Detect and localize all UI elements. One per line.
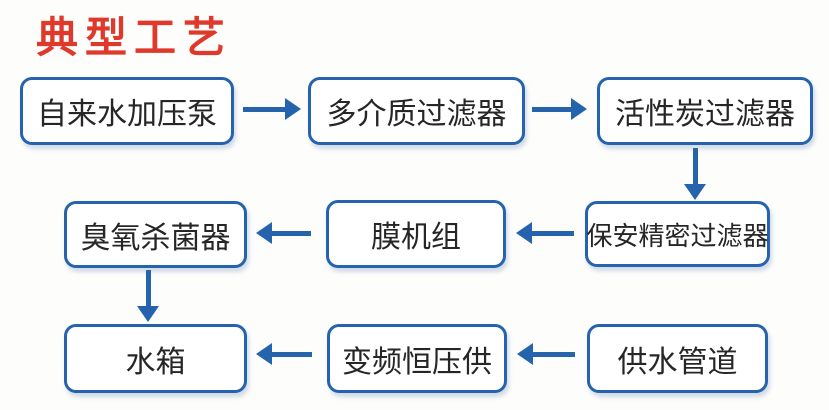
node-security-precision-filter: 保安精密过滤器 [585,201,770,267]
page-title: 典型工艺 [36,14,233,61]
node-vfd-constant-pressure-supply: 变频恒压供 [327,324,507,393]
arrow-left-icon-membrane-to-ozone [256,222,311,244]
node-activated-carbon-filter: 活性炭过滤器 [597,77,813,145]
arrow-left-icon-vfd-to-tank [256,343,312,365]
node-label: 变频恒压供 [342,345,492,379]
arrow-left-icon-pipeline-to-vfd [517,343,575,365]
arrow-right-icon-pump-to-multimedia [243,98,301,120]
node-label: 臭氧杀菌器 [80,221,231,255]
arrow-down-icon-ozone-to-tank [137,270,159,322]
node-label: 活性炭过滤器 [615,98,795,131]
arrow-left-icon-precision-to-membrane [516,222,574,244]
node-tap-water-pump: 自来水加压泵 [20,77,234,145]
node-ozone-sterilizer: 臭氧杀菌器 [64,201,247,268]
node-water-supply-pipeline: 供水管道 [587,324,768,393]
node-label: 供水管道 [617,345,738,379]
node-label: 水箱 [125,345,186,379]
node-membrane-unit: 膜机组 [326,200,506,268]
node-label: 多介质过滤器 [326,98,507,131]
arrow-right-icon-multimedia-to-carbon [532,98,587,120]
node-label: 膜机组 [371,221,461,254]
arrow-down-icon-carbon-to-precision [684,148,706,200]
node-label: 保安精密过滤器 [586,220,769,251]
node-multimedia-filter: 多介质过滤器 [308,77,525,145]
node-label: 自来水加压泵 [37,98,217,131]
node-water-tank: 水箱 [64,324,247,393]
